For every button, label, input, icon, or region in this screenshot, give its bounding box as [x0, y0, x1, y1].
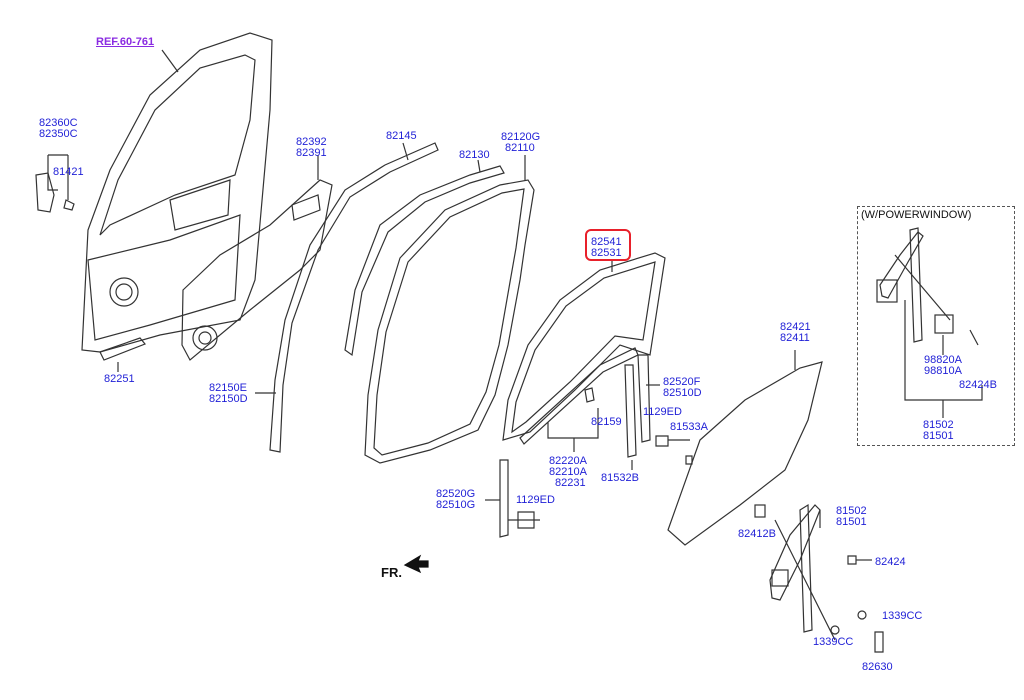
inside-handle — [35, 154, 75, 213]
part-label-82411[interactable]: 82411 — [780, 332, 810, 344]
part-label-82520G[interactable]: 82520G — [436, 488, 476, 500]
part-label-82510D[interactable]: 82510D — [663, 387, 702, 399]
part-label-82630[interactable]: 82630 — [862, 661, 893, 673]
ref-leader — [161, 49, 179, 73]
weatherstrip-outer — [255, 142, 439, 453]
part-label-82251[interactable]: 82251 — [104, 373, 135, 385]
part-label-82531[interactable]: 82531 — [591, 247, 622, 259]
inset-title: (W/POWERWINDOW) — [861, 209, 972, 221]
part-label-81501-main[interactable]: 81501 — [836, 516, 867, 528]
trim-strip — [99, 337, 146, 372]
front-arrow-icon — [403, 554, 429, 574]
lower-channel — [519, 347, 639, 452]
part-label-81532B[interactable]: 81532B — [601, 472, 639, 484]
part-label-82130[interactable]: 82130 — [459, 149, 490, 161]
part-label-82110[interactable]: 82110 — [505, 142, 535, 154]
power-regulator-inset — [876, 227, 983, 418]
part-label-1129ED-rear[interactable]: 1129ED — [643, 406, 682, 418]
trim-panel — [181, 155, 333, 361]
part-label-82520F[interactable]: 82520F — [663, 376, 701, 388]
door-glass — [667, 350, 823, 546]
part-label-82391[interactable]: 82391 — [296, 147, 327, 159]
part-label-82210A[interactable]: 82210A — [549, 466, 587, 478]
part-label-98810A[interactable]: 98810A — [924, 365, 962, 377]
glass-run-channel — [502, 252, 666, 441]
part-label-81533A[interactable]: 81533A — [670, 421, 708, 433]
door-seal — [364, 155, 535, 464]
part-label-82510G[interactable]: 82510G — [436, 499, 476, 511]
part-label-82541[interactable]: 82541 — [591, 236, 622, 248]
front-channel — [485, 459, 540, 538]
part-label-82159[interactable]: 82159 — [591, 416, 622, 428]
weatherstrip-inner — [344, 159, 505, 357]
part-label-81421[interactable]: 81421 — [53, 166, 84, 178]
part-label-82220A[interactable]: 82220A — [549, 455, 587, 467]
part-label-82120G[interactable]: 82120G — [501, 131, 541, 143]
part-label-1339CC-right[interactable]: 1339CC — [882, 610, 923, 622]
part-label-82150D[interactable]: 82150D — [209, 393, 248, 405]
window-regulator — [754, 503, 884, 653]
part-label-82424[interactable]: 82424 — [875, 556, 906, 568]
part-label-81502-main[interactable]: 81502 — [836, 505, 867, 517]
part-label-82350C[interactable]: 82350C — [39, 128, 78, 140]
front-direction-label: FR. — [381, 565, 402, 580]
part-label-82412B[interactable]: 82412B — [738, 528, 776, 540]
part-label-82360C[interactable]: 82360C — [39, 117, 78, 129]
part-label-82150E[interactable]: 82150E — [209, 382, 247, 394]
door-shell — [81, 32, 273, 353]
part-label-82231[interactable]: 82231 — [555, 477, 586, 489]
part-label-82421[interactable]: 82421 — [780, 321, 811, 333]
part-label-98820A[interactable]: 98820A — [924, 354, 962, 366]
part-label-82145[interactable]: 82145 — [386, 130, 417, 142]
power-window-inset-frame — [857, 206, 1015, 446]
part-label-82392[interactable]: 82392 — [296, 136, 327, 148]
ref-label[interactable]: REF.60-761 — [96, 36, 155, 48]
part-label-81501-inset[interactable]: 81501 — [923, 430, 954, 442]
part-label-1339CC-left[interactable]: 1339CC — [813, 636, 854, 648]
highlighted-part-box — [585, 229, 631, 261]
part-label-82424B[interactable]: 82424B — [959, 379, 997, 391]
part-label-1129ED-front[interactable]: 1129ED — [516, 494, 555, 506]
part-label-81502-inset[interactable]: 81502 — [923, 419, 954, 431]
